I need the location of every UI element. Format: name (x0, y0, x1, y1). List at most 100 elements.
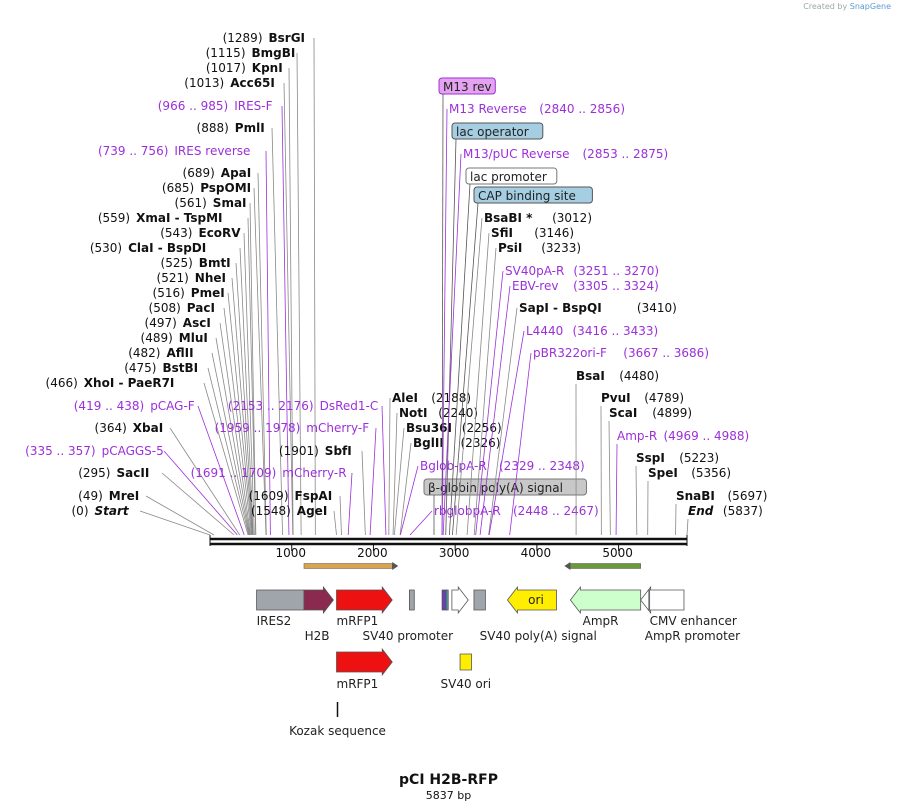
site-position: (295) (78, 466, 110, 480)
site-position: (3012) (552, 211, 592, 225)
site-leader (265, 150, 271, 536)
site-position: (2240) (438, 406, 478, 420)
site-leader (479, 285, 511, 536)
site-position: (1691 .. 1709) (191, 466, 277, 480)
site-snabi: SnaBI (676, 489, 715, 503)
site-leader (441, 93, 444, 536)
tick-label: 2000 (357, 546, 388, 560)
site-m13-rev: M13 rev (443, 80, 492, 94)
site-position: (335 .. 357) (25, 444, 95, 458)
feature-label-sv40-promoter: SV40 promoter (362, 629, 453, 643)
site-lac-operator: lac operator (456, 125, 529, 139)
site-pmei: PmeI (191, 286, 225, 300)
site-pspomi: PspOMI (200, 181, 251, 195)
site-leader (339, 495, 342, 536)
site-position: (0) (72, 504, 89, 518)
site-leader (399, 465, 419, 536)
site-ires-reverse: IRES reverse (174, 144, 250, 158)
site-leader (473, 247, 497, 536)
site-asci: AscI (183, 316, 211, 330)
feature-sv40-promoter (408, 589, 415, 611)
site-position: (1901) (279, 444, 319, 458)
feature-label-ampr-promoter: AmpR promoter (645, 629, 740, 643)
site-aflii: AflII (167, 346, 194, 360)
site-m13-reverse: M13 Reverse (449, 102, 527, 116)
site-mcherry-f: mCherry-F (306, 421, 369, 435)
site-leader (197, 405, 245, 536)
feature-segment (451, 585, 469, 615)
site-bmti: BmtI (199, 256, 231, 270)
site-leader (441, 108, 448, 536)
feature-ampr (569, 585, 642, 615)
tick-label: 4000 (521, 546, 552, 560)
site-leader (239, 247, 254, 536)
site-position: (1959 .. 1978) (215, 421, 301, 435)
site-leader (608, 420, 611, 536)
site-leader (452, 202, 479, 536)
credit-prefix: Created by (803, 2, 848, 11)
site-agei: AgeI (297, 504, 327, 518)
site-leader (509, 352, 532, 536)
site-position: (364) (95, 421, 127, 435)
site-position: (2256) (462, 421, 502, 435)
feature-h2b (303, 585, 334, 615)
snapgene-logo: SnapGene (849, 2, 891, 11)
tick-label: 3000 (439, 546, 470, 560)
site-apai: ApaI (221, 166, 251, 180)
site-smai: SmaI (213, 196, 247, 210)
site-position: (1115) (206, 46, 246, 60)
site-position: (482) (128, 346, 160, 360)
site-xbai: XbaI (133, 421, 163, 435)
feature-label-sv40-polya: SV40 poly(A) signal (480, 629, 597, 643)
site-leader (488, 330, 525, 536)
site-position: (2188) (431, 391, 471, 405)
site-start: Start (95, 504, 130, 518)
site-position: (5356) (691, 466, 731, 480)
site-sacii: SacII (117, 466, 150, 480)
site-ebv-rev: EBV-rev (512, 279, 558, 293)
site-position: (1013) (184, 76, 224, 90)
site-sbfi: SbfI (325, 444, 352, 458)
site-bsrgi: BsrGI (269, 31, 306, 45)
site-position: (561) (175, 196, 207, 210)
tick-label: 5000 (602, 546, 633, 560)
orf-arrowhead (392, 562, 399, 570)
site-sv40pa-r: SV40pA-R (505, 264, 564, 278)
site-pcag-f: pCAG-F (150, 399, 195, 413)
site-mlui: MluI (179, 331, 208, 345)
site-position: (3146) (534, 226, 574, 240)
site-position: (1609) (249, 489, 289, 503)
site-position: (3305 .. 3324) (573, 279, 659, 293)
site-dsred1-c: DsRed1-C (320, 399, 379, 413)
site-position: (521) (157, 271, 189, 285)
site-position: (2329 .. 2348) (499, 459, 585, 473)
site-leader (211, 352, 250, 536)
site-leader (361, 450, 366, 536)
site-position: (5697) (728, 489, 768, 503)
site-leader (163, 450, 238, 536)
site-position: (1289) (223, 31, 263, 45)
site-position: (4899) (652, 406, 692, 420)
site-nhei: NheI (195, 271, 226, 285)
site-leader (219, 322, 252, 536)
site-leader (227, 292, 253, 536)
map-length: 5837 bp (425, 789, 472, 802)
site-leader (475, 270, 504, 536)
site-mrei: MreI (109, 489, 139, 503)
site-leader (231, 277, 253, 536)
site-leader (333, 510, 337, 536)
orf-bar (570, 563, 641, 569)
site-leader (145, 495, 215, 536)
site-end: End (688, 504, 714, 518)
feature-label-cmv-enhancer: CMV enhancer (650, 614, 737, 628)
site-position: (559) (98, 211, 130, 225)
site-position: (2840 .. 2856) (539, 102, 625, 116)
site-leader (281, 105, 290, 536)
feature-label-ires2: IRES2 (257, 614, 292, 628)
feature-mrfp1 (336, 585, 393, 615)
site-position: (3410) (637, 301, 677, 315)
site-position: (530) (90, 241, 122, 255)
site-position: (466) (46, 376, 78, 390)
orf-bar (303, 563, 393, 569)
